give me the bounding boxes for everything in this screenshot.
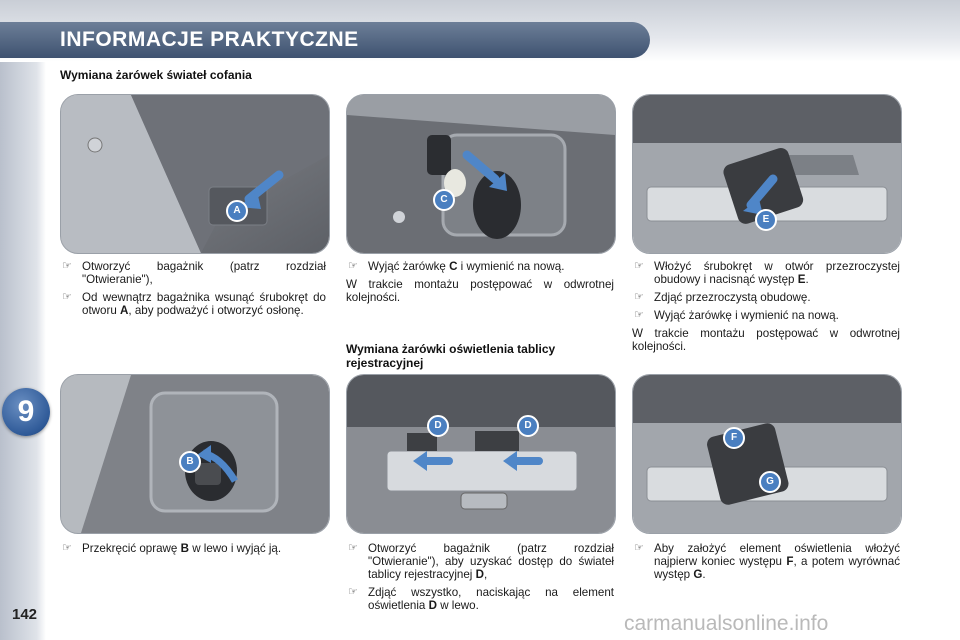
chapter-badge: 9 — [2, 388, 50, 436]
label-d1-badge: D — [427, 415, 449, 437]
list-item: ☞Otworzyć bagażnik (patrz rozdział "Otwi… — [62, 260, 326, 286]
pointing-hand-icon: ☞ — [634, 309, 644, 321]
pointing-hand-icon: ☞ — [634, 542, 644, 554]
list-item: ☞Włożyć śrubokręt w otwór przezroczystej… — [634, 260, 900, 286]
header-tab — [0, 22, 650, 58]
list-item: ☞Aby założyć element oświetlenia włożyć … — [634, 542, 900, 581]
label-e-badge: E — [755, 209, 777, 231]
list-item: ☞Otworzyć bagażnik (patrz rozdział "Otwi… — [348, 542, 614, 581]
section-title-plate: Wymiana żarówki oświetlenia tablicy reje… — [346, 342, 556, 370]
page-number: 142 — [12, 606, 38, 623]
pointing-hand-icon: ☞ — [348, 542, 358, 554]
pointing-hand-icon: ☞ — [634, 291, 644, 303]
col2-top-text: ☞Wyjąć żarówkę C i wymienić na nową. W t… — [346, 260, 614, 304]
label-c-badge: C — [433, 189, 455, 211]
list-item: ☞Wyjąć żarówkę C i wymienić na nową. — [348, 260, 565, 273]
photo-bulb-c: C — [346, 94, 616, 254]
list-item: ☞Wyjąć żarówkę i wymienić na nową. — [634, 309, 839, 322]
label-d2-badge: D — [517, 415, 539, 437]
label-a-badge: A — [226, 200, 248, 222]
pointing-hand-icon: ☞ — [62, 542, 72, 554]
paragraph: W trakcie montażu postępować w odwrotnej… — [346, 278, 614, 304]
pointing-hand-icon: ☞ — [634, 260, 644, 272]
left-rail — [0, 62, 46, 640]
photo-trunk-panel-a: A — [60, 94, 330, 254]
pointing-hand-icon: ☞ — [348, 260, 358, 272]
photo-holder-b: B — [60, 374, 330, 534]
photo-housing-e: E — [632, 94, 902, 254]
watermark: carmanualsonline.info — [624, 612, 829, 635]
pointing-hand-icon: ☞ — [62, 291, 72, 303]
col3-top-text: ☞Włożyć śrubokręt w otwór przezroczystej… — [632, 260, 900, 353]
paragraph: W trakcie montażu postępować w odwrotnej… — [632, 327, 900, 353]
list-item: ☞Od wewnątrz bagażnika wsunąć śrubokręt … — [62, 291, 326, 317]
label-b-badge: B — [179, 451, 201, 473]
list-item: ☞Zdjąć przezroczystą obudowę. — [634, 291, 811, 304]
label-g-badge: G — [759, 471, 781, 493]
pointing-hand-icon: ☞ — [62, 260, 72, 272]
pointing-hand-icon: ☞ — [348, 586, 358, 598]
section-title-reverse: Wymiana żarówek świateł cofania — [60, 68, 252, 82]
col1-bottom-text: ☞Przekręcić oprawę B w lewo i wyjąć ją. — [60, 542, 326, 560]
col3-bottom-text: ☞Aby założyć element oświetlenia włożyć … — [632, 542, 900, 586]
photo-plate-lamps-d: D D — [346, 374, 616, 534]
col2-bottom-text: ☞Otworzyć bagażnik (patrz rozdział "Otwi… — [346, 542, 614, 617]
label-f-badge: F — [723, 427, 745, 449]
page-title: INFORMACJE PRAKTYCZNE — [60, 28, 359, 51]
list-item: ☞Zdjąć wszystko, naciskając na element o… — [348, 586, 614, 612]
photo-tabs-f-g: F G — [632, 374, 902, 534]
col1-top-text: ☞Otworzyć bagażnik (patrz rozdział "Otwi… — [60, 260, 326, 322]
list-item: ☞Przekręcić oprawę B w lewo i wyjąć ją. — [62, 542, 282, 555]
